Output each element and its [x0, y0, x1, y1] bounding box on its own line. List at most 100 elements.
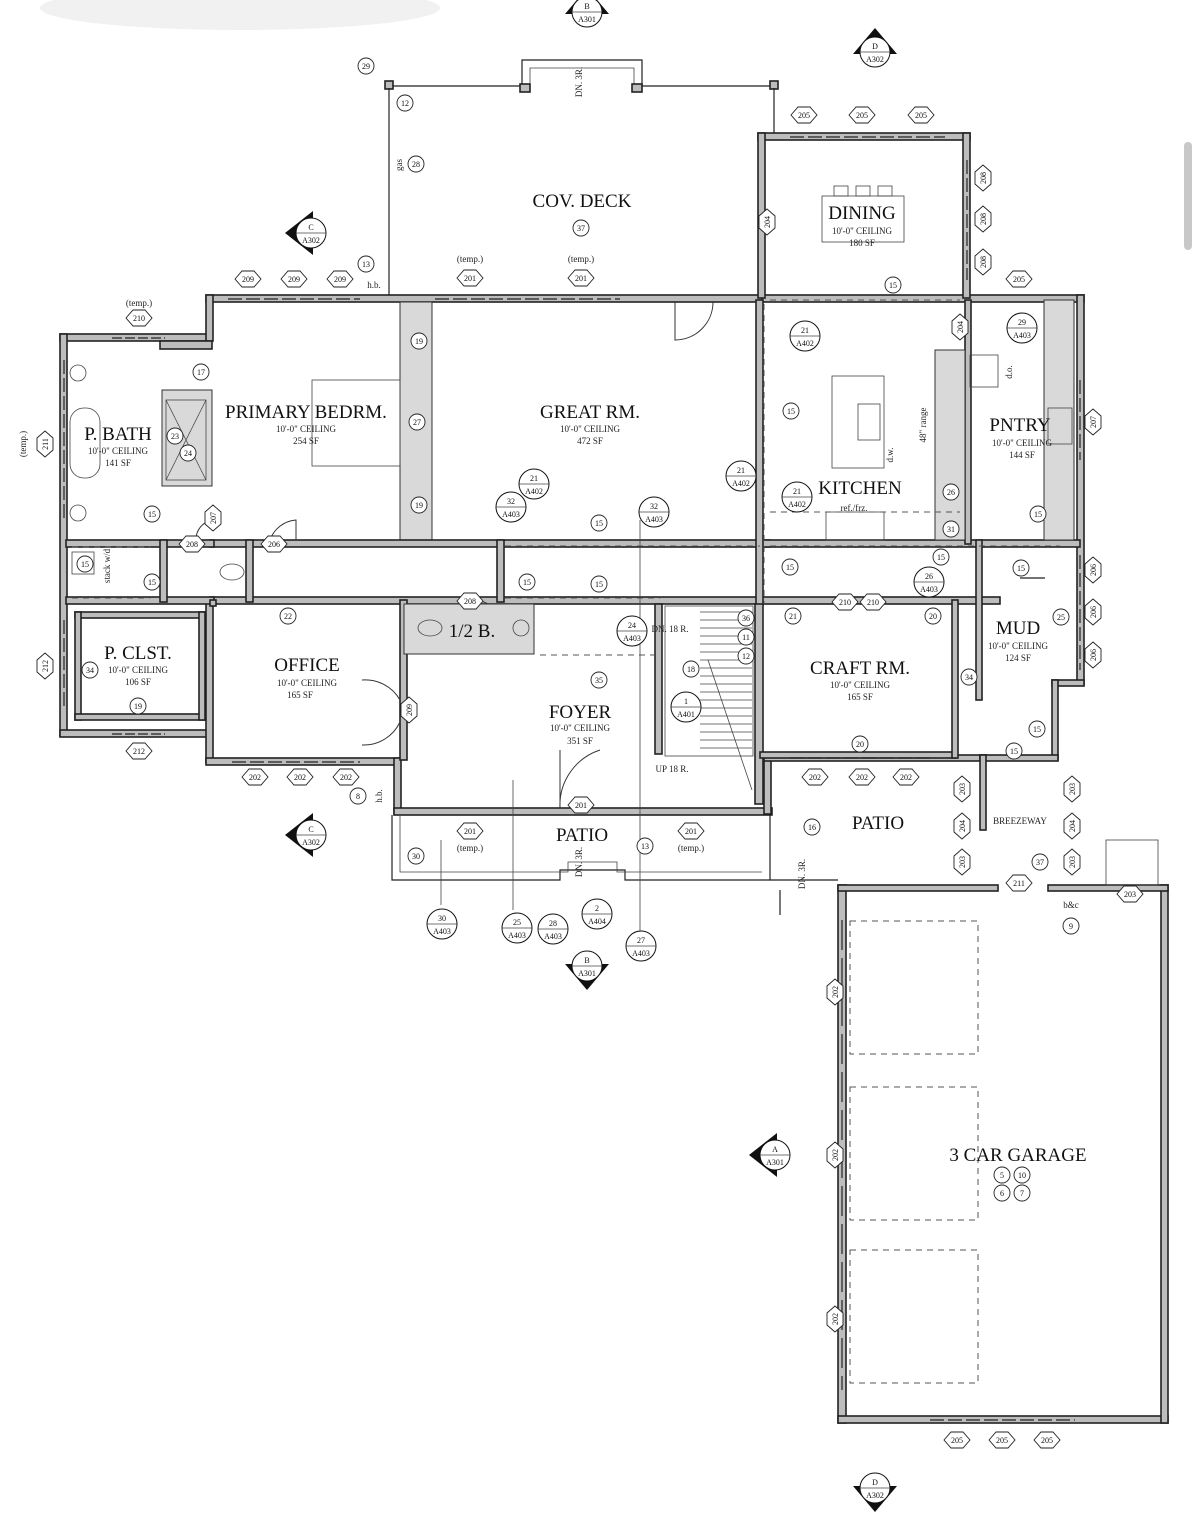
opening-tag-number: 211 — [41, 438, 50, 450]
section-mark-sheet: A302 — [302, 236, 320, 245]
keynote-tag: 34 — [960, 668, 978, 686]
opening-tag-number: 203 — [958, 783, 967, 795]
opening-tag: 207 — [204, 504, 222, 532]
opening-tag: 206 — [1084, 598, 1102, 626]
keynote-tag: 23 — [166, 427, 184, 445]
room-great-rm-area: 472 SF — [577, 436, 603, 446]
room-dining: DINING — [828, 203, 896, 224]
keynote-tag: 15 — [781, 558, 799, 576]
keynote-tag-number: 12 — [401, 99, 409, 108]
room-kitchen: KITCHEN — [818, 478, 902, 499]
detail-callout-number: 32 — [507, 497, 515, 506]
keynote-tag: 11 — [737, 628, 755, 646]
keynote-tag-number: 36 — [742, 614, 750, 623]
keynote-tag-number: 30 — [412, 852, 420, 861]
opening-tag-number: 212 — [133, 747, 145, 756]
detail-callout-sheet: A403 — [544, 932, 562, 941]
opening-tag-number: 209 — [288, 275, 300, 284]
keynote-tag-number: 5 — [1000, 1171, 1004, 1180]
opening-tag-number: 201 — [575, 801, 587, 810]
detail-callout-number: 21 — [530, 474, 538, 483]
room-patio-front: PATIO — [556, 825, 608, 846]
opening-tag-number: 203 — [958, 856, 967, 868]
opening-tag: 206 — [260, 535, 288, 553]
opening-tag-number: 211 — [1013, 879, 1025, 888]
opening-tag: 206 — [1084, 641, 1102, 669]
opening-tag-number: 205 — [856, 111, 868, 120]
note-dn-stair: DN. 18 R. — [651, 624, 688, 634]
opening-tag: 205 — [943, 1431, 971, 1449]
detail-callout-sheet: A403 — [502, 510, 520, 519]
room-p-clst-area: 106 SF — [125, 677, 151, 687]
keynote-tag: 15 — [1028, 720, 1046, 738]
opening-tag: 202 — [848, 768, 876, 786]
keynote-tag: 12 — [396, 94, 414, 112]
room-half-bath: 1/2 B. — [449, 621, 495, 642]
opening-tag-number: 205 — [915, 111, 927, 120]
section-mark-sheet: A301 — [578, 969, 596, 978]
keynote-tag-number: 7 — [1020, 1189, 1024, 1198]
keynote-tag-number: 15 — [148, 510, 156, 519]
opening-tag: 203 — [1116, 885, 1144, 903]
keynote-tag: 21 — [784, 607, 802, 625]
opening-tag-number: 210 — [867, 598, 879, 607]
opening-tag: 201 — [456, 269, 484, 287]
scrollbar-thumb[interactable] — [1184, 142, 1192, 250]
room-mud-ceiling: 10'-0" CEILING — [988, 641, 1049, 651]
keynote-tag: 15 — [590, 514, 608, 532]
room-p-bath-area: 141 SF — [105, 458, 131, 468]
keynote-tag: 37 — [1031, 853, 1049, 871]
keynote-tag-number: 16 — [808, 823, 816, 832]
detail-callout-number: 21 — [801, 326, 809, 335]
room-dining-ceiling: 10'-0" CEILING — [832, 226, 893, 236]
section-mark-sheet: A301 — [578, 15, 596, 24]
opening-tag: 209 — [234, 270, 262, 288]
opening-tag: 209 — [326, 270, 354, 288]
opening-tag-number: 208 — [979, 172, 988, 184]
keynote-tag: 16 — [803, 818, 821, 836]
opening-tag: 201 — [456, 822, 484, 840]
stairs — [664, 605, 754, 791]
detail-callout-number: 24 — [628, 621, 636, 630]
opening-tag-number: 205 — [996, 1436, 1008, 1445]
opening-tag-number: 201 — [575, 274, 587, 283]
keynote-tag: 15 — [590, 575, 608, 593]
opening-tag: 201 — [677, 822, 705, 840]
room-labels: COV. DECK DINING 10'-0" CEILING 180 SF P… — [84, 191, 1086, 1166]
keynote-tag-number: 25 — [1057, 613, 1065, 622]
keynote-tag: 12 — [737, 647, 755, 665]
opening-tag-number: 202 — [831, 986, 840, 998]
room-p-clst: P. CLST. — [104, 643, 172, 664]
opening-tag-number: 206 — [1089, 606, 1098, 618]
keynote-tag: 15 — [1029, 505, 1047, 523]
opening-tag-number: 208 — [186, 540, 198, 549]
keynote-tag-number: 37 — [577, 224, 585, 233]
opening-tag-number: 203 — [1068, 783, 1077, 795]
room-cov-deck: COV. DECK — [533, 191, 632, 212]
detail-callout-sheet: A403 — [1013, 331, 1031, 340]
section-mark-letter: D — [872, 1478, 878, 1487]
opening-tag: 204 — [953, 812, 971, 840]
opening-tag: 210 — [831, 593, 859, 611]
opening-tag: 205 — [790, 106, 818, 124]
keynote-tag-number: 28 — [412, 160, 420, 169]
beam-lines — [72, 299, 1060, 656]
section-mark-letter: B — [584, 2, 589, 11]
room-p-bath-ceiling: 10'-0" CEILING — [88, 446, 149, 456]
opening-tag-number: 202 — [856, 773, 868, 782]
opening-tag: 202 — [826, 1141, 844, 1169]
keynote-tag-number: 15 — [148, 578, 156, 587]
room-office: OFFICE — [274, 655, 339, 676]
room-foyer-area: 351 SF — [567, 736, 593, 746]
opening-tag-number: 208 — [464, 597, 476, 606]
keynote-tag: 37 — [572, 219, 590, 237]
